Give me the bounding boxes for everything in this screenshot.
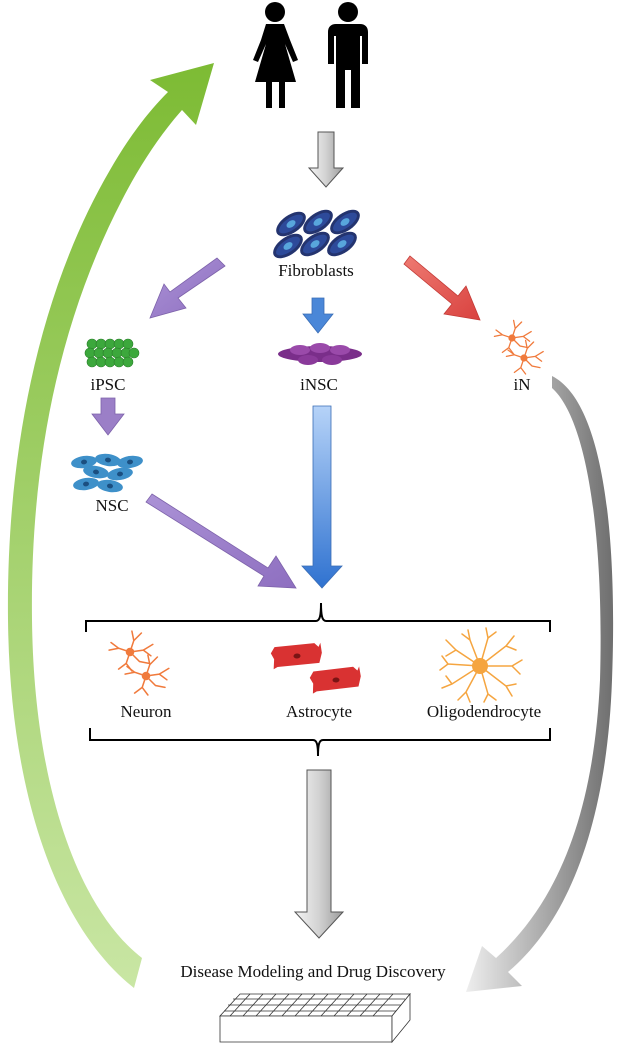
- label-neuron: Neuron: [120, 702, 172, 721]
- label-outcome: Disease Modeling and Drug Discovery: [180, 962, 446, 981]
- in-to-outcome-arrow: [466, 376, 614, 992]
- label-astrocyte: Astrocyte: [285, 702, 353, 721]
- top-brace: [85, 602, 551, 632]
- ipsc-to-nsc-arrow: [91, 397, 125, 436]
- induced-neuron-icon: [493, 319, 544, 375]
- multiwell-plate-icon: [219, 992, 411, 1044]
- people-to-fibroblasts-arrow: [307, 131, 345, 188]
- female-person-icon: [253, 2, 298, 108]
- label-in: iN: [513, 375, 531, 394]
- nsc-to-celltypes-arrow: [145, 493, 297, 589]
- label-ipsc: iPSC: [90, 375, 126, 394]
- label-insc: iNSC: [300, 375, 338, 394]
- astrocyte-icon: [270, 642, 362, 694]
- label-oligodendrocyte: Oligodendrocyte: [426, 702, 542, 721]
- label-nsc: NSC: [95, 496, 129, 515]
- insc-to-celltypes-arrow: [301, 405, 343, 589]
- insc-cells-icon: [278, 343, 362, 365]
- ipsc-cluster-icon: [84, 338, 140, 368]
- nsc-cells-icon: [70, 452, 144, 494]
- fibroblasts-to-in-arrow: [403, 255, 481, 321]
- male-person-icon: [328, 2, 368, 108]
- bottom-brace: [89, 728, 551, 757]
- celltypes-to-outcome-arrow: [293, 769, 345, 939]
- feedback-green-arrow: [7, 63, 214, 988]
- oligodendrocyte-icon: [439, 627, 523, 703]
- fibroblasts-to-insc-arrow: [302, 297, 334, 334]
- neuron-icon: [108, 630, 170, 696]
- label-fibroblasts: Fibroblasts: [278, 261, 354, 280]
- fibroblasts-to-ipsc-arrow: [149, 257, 226, 319]
- fibroblast-cells-icon: [268, 204, 365, 264]
